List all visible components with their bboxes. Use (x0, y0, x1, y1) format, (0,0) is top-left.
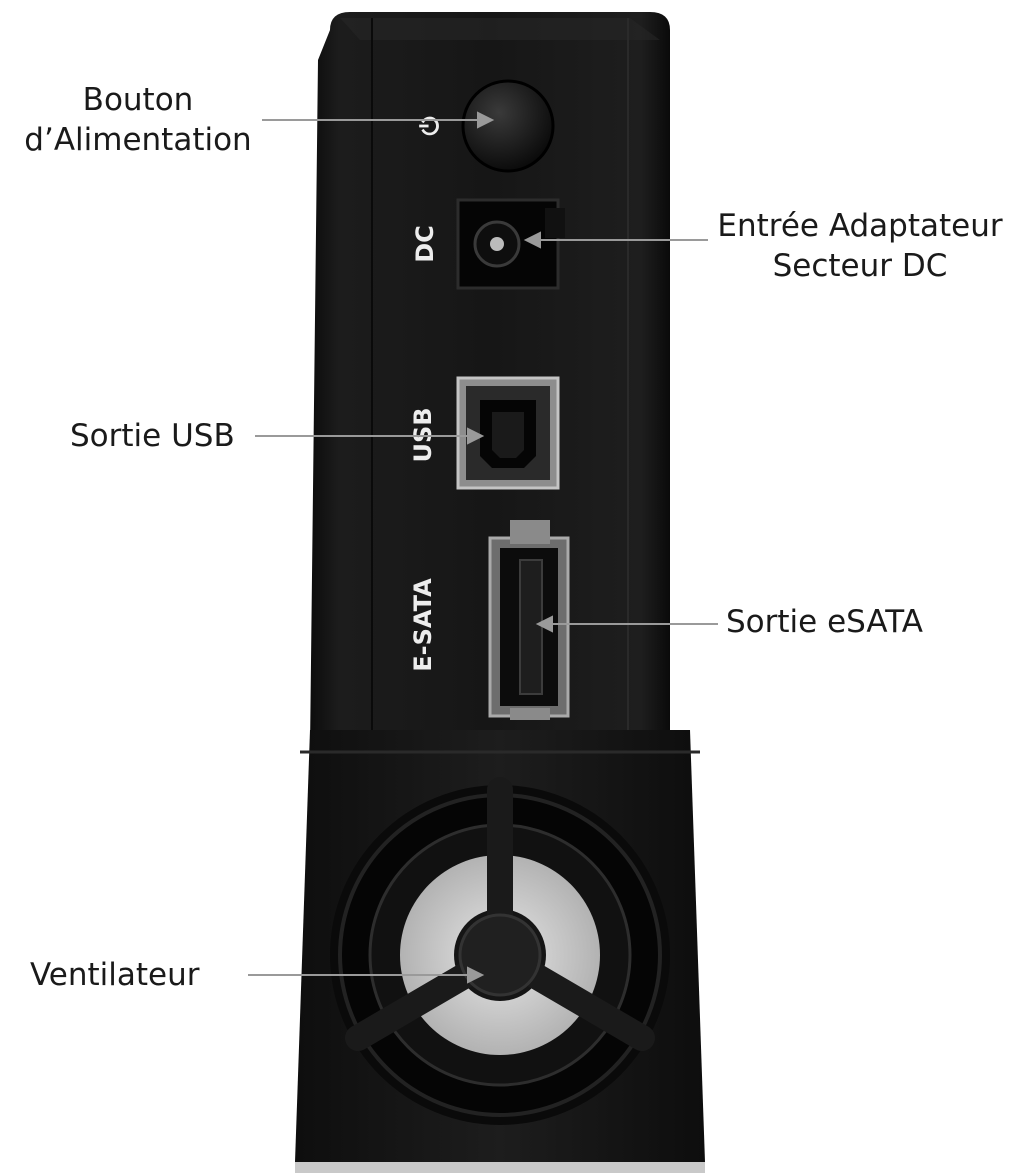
callout-lines (248, 111, 718, 984)
callout-power-line-2: d’Alimentation (24, 122, 252, 158)
callout-esata-output: Sortie eSATA (726, 604, 923, 640)
esata-label: E-SATA (409, 578, 437, 672)
callout-power-line-1: Bouton (82, 82, 194, 118)
dc-label: DC (411, 225, 439, 263)
arrow-fan (467, 966, 485, 984)
arrow-usb (467, 427, 485, 445)
callout-dc-input: Entrée Adaptateur Secteur DC (690, 206, 1030, 286)
arrow-dc (523, 231, 541, 249)
fan-icon (330, 777, 670, 1125)
callout-usb-output: Sortie USB (70, 418, 235, 454)
callout-fan: Ventilateur (30, 957, 200, 993)
power-button[interactable] (461, 79, 555, 173)
dc-jack (456, 198, 565, 290)
arrow-power (477, 111, 495, 129)
power-symbol-icon: ⏻ (416, 116, 444, 135)
callout-power-button: Bouton d’Alimentation (18, 80, 258, 160)
usb-port (456, 376, 560, 490)
callout-dc-line-2: Secteur DC (772, 248, 948, 284)
esata-port (488, 520, 570, 720)
callout-dc-line-1: Entrée Adaptateur (717, 208, 1003, 244)
arrow-esata (535, 615, 553, 633)
